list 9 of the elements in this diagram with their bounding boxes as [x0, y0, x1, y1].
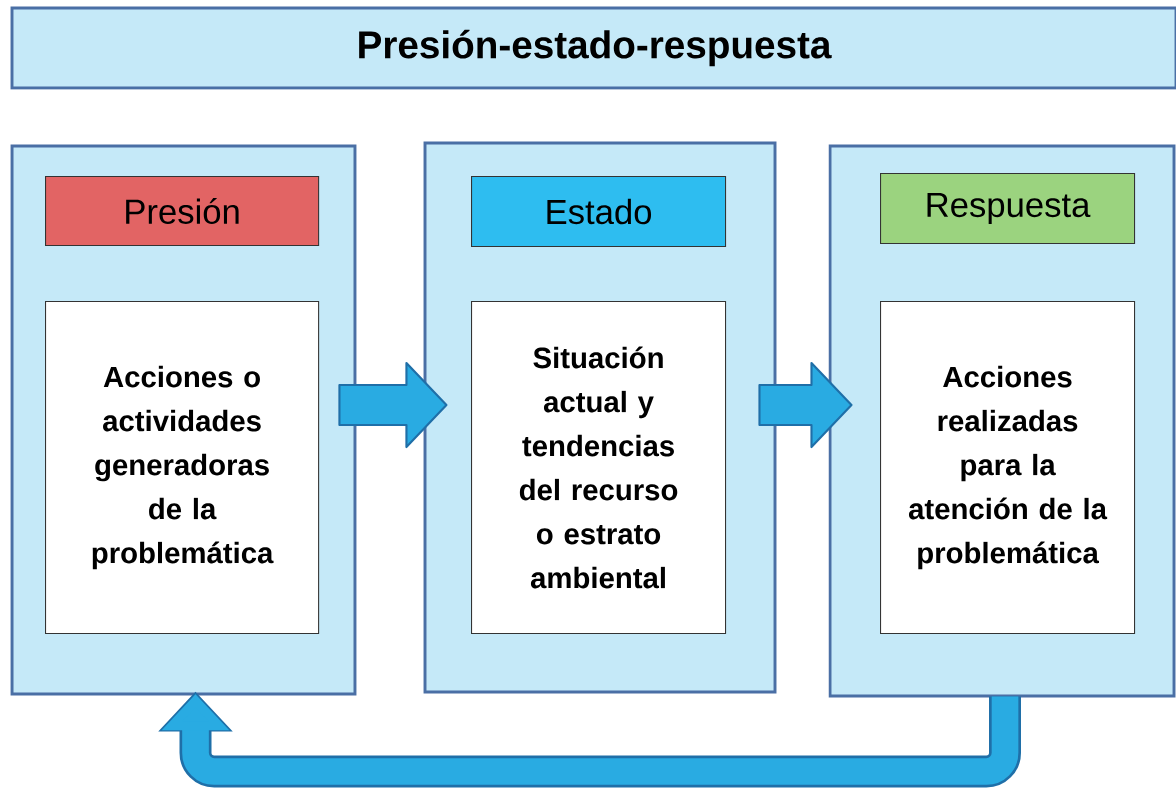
block-arrow: [338, 361, 448, 449]
header-box: Respuesta: [880, 173, 1136, 245]
text-box: Situación actual y tendencias del recurso o estrato ambiental: [471, 300, 727, 635]
text-box: Acciones realizadas para la atención de la problemática: [880, 301, 1136, 635]
block-arrow: [758, 361, 853, 449]
header-box: Presión: [45, 175, 320, 247]
text-box: Acciones o actividades generadoras de la problemática: [45, 301, 320, 635]
title-banner: Presión-estado-respuesta: [10, 6, 1176, 90]
header-box: Estado: [471, 175, 727, 248]
